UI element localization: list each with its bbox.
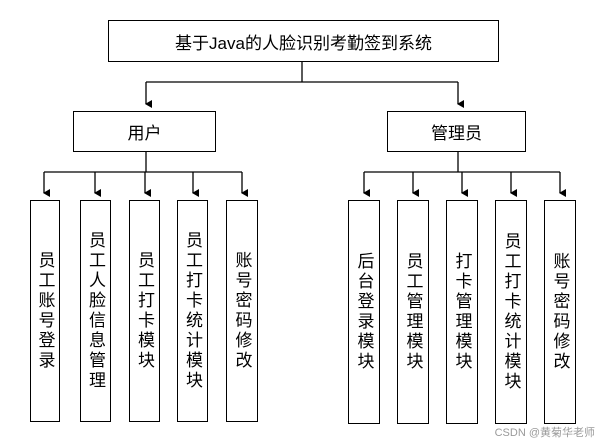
module-box-admin-4: 员工打卡统计模块	[495, 200, 527, 424]
module-box-user-2: 员工人脸信息管理	[80, 200, 111, 422]
module-label: 员工人脸信息管理	[86, 231, 105, 391]
module-label: 员工管理模块	[403, 252, 423, 372]
module-box-admin-5: 账号密码修改	[544, 200, 576, 424]
group-label-user: 用户	[127, 124, 162, 143]
module-label: 员工账号登录	[35, 251, 55, 371]
module-label: 员工打卡模块	[135, 251, 154, 371]
module-label: 账号密码修改	[232, 251, 252, 371]
module-label: 员工打卡统计模块	[183, 231, 202, 391]
group-box-user: 用户	[73, 111, 216, 152]
module-label: 员工打卡统计模块	[501, 232, 521, 392]
group-box-admin: 管理员	[387, 111, 526, 152]
module-box-admin-3: 打卡管理模块	[446, 200, 478, 424]
module-box-user-1: 员工账号登录	[30, 200, 60, 422]
system-title: 基于Java的人脸识别考勤签到系统	[175, 33, 432, 53]
module-label: 账号密码修改	[550, 252, 570, 372]
group-label-admin: 管理员	[431, 124, 482, 143]
module-box-user-3: 员工打卡模块	[129, 200, 160, 422]
module-box-user-4: 员工打卡统计模块	[177, 200, 208, 422]
module-box-user-5: 账号密码修改	[226, 200, 258, 422]
module-box-admin-1: 后台登录模块	[348, 200, 380, 424]
system-title-box: 基于Java的人脸识别考勤签到系统	[108, 20, 499, 62]
module-label: 后台登录模块	[354, 252, 374, 372]
module-box-admin-2: 员工管理模块	[397, 200, 429, 424]
watermark: CSDN @黄菊华老师	[494, 427, 595, 439]
module-label: 打卡管理模块	[452, 252, 472, 372]
